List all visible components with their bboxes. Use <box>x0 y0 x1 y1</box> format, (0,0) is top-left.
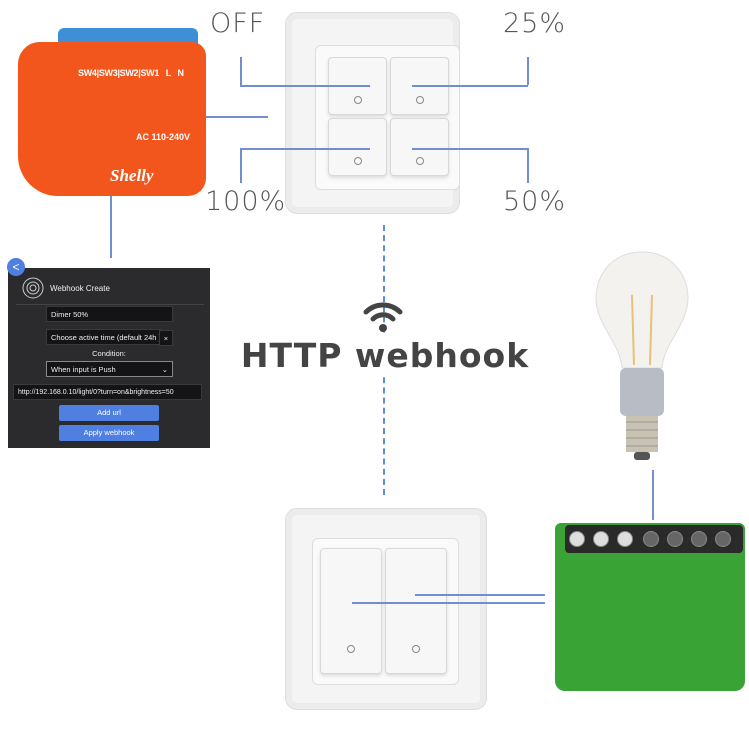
voltage-label: AC 110-240V <box>136 132 191 142</box>
gear-icon <box>22 277 44 299</box>
terminal-label: N <box>177 68 185 78</box>
light-bulb-image <box>595 251 689 460</box>
brand-logo: Shelly <box>110 166 154 185</box>
condition-select[interactable]: When input is Push ⌄ <box>46 361 173 377</box>
back-button[interactable]: < <box>7 258 25 276</box>
label-off: OFF <box>210 8 266 39</box>
condition-value: When input is Push <box>51 365 116 374</box>
connector-line <box>110 196 112 258</box>
label-100: 100% <box>205 186 287 217</box>
switch-button-100[interactable] <box>328 118 387 176</box>
apply-webhook-button[interactable]: Apply webhook <box>59 425 159 441</box>
terminal-label: SW4 <box>78 68 97 78</box>
switch-button-50[interactable] <box>390 118 449 176</box>
add-url-button[interactable]: Add url <box>59 405 159 421</box>
terminal-label: SW2 <box>119 68 139 78</box>
clear-time-button[interactable]: × <box>159 330 173 346</box>
webhook-name-input[interactable]: Dimer 50% <box>46 306 173 322</box>
chevron-down-icon: ⌄ <box>161 365 168 374</box>
rocker-left[interactable] <box>320 548 382 674</box>
connector-line <box>206 116 268 118</box>
rocker-right[interactable] <box>385 548 447 674</box>
url-input[interactable]: http://192.168.0.10/light/0?turn=on&brig… <box>13 384 202 400</box>
condition-label: Condition: <box>92 349 126 358</box>
label-25: 25% <box>503 8 567 39</box>
active-time-button[interactable]: Choose active time (default 24h ) <box>46 329 162 345</box>
terminal-label: SW1 <box>140 68 160 78</box>
webhook-panel: Webhook Create Dimer 50% Choose active t… <box>8 268 210 448</box>
label-50: 50% <box>503 186 567 217</box>
terminal-label: SW3 <box>98 68 118 78</box>
shelly-green-device <box>555 523 745 691</box>
wifi-icon <box>363 302 403 332</box>
shelly-orange-device: SW4|SW3|SW2|SW1 L N AC 110-240V Shelly <box>18 28 206 196</box>
center-title: HTTP webhook <box>230 336 540 375</box>
terminal-label: L <box>165 68 172 78</box>
panel-title: Webhook Create <box>50 284 110 293</box>
